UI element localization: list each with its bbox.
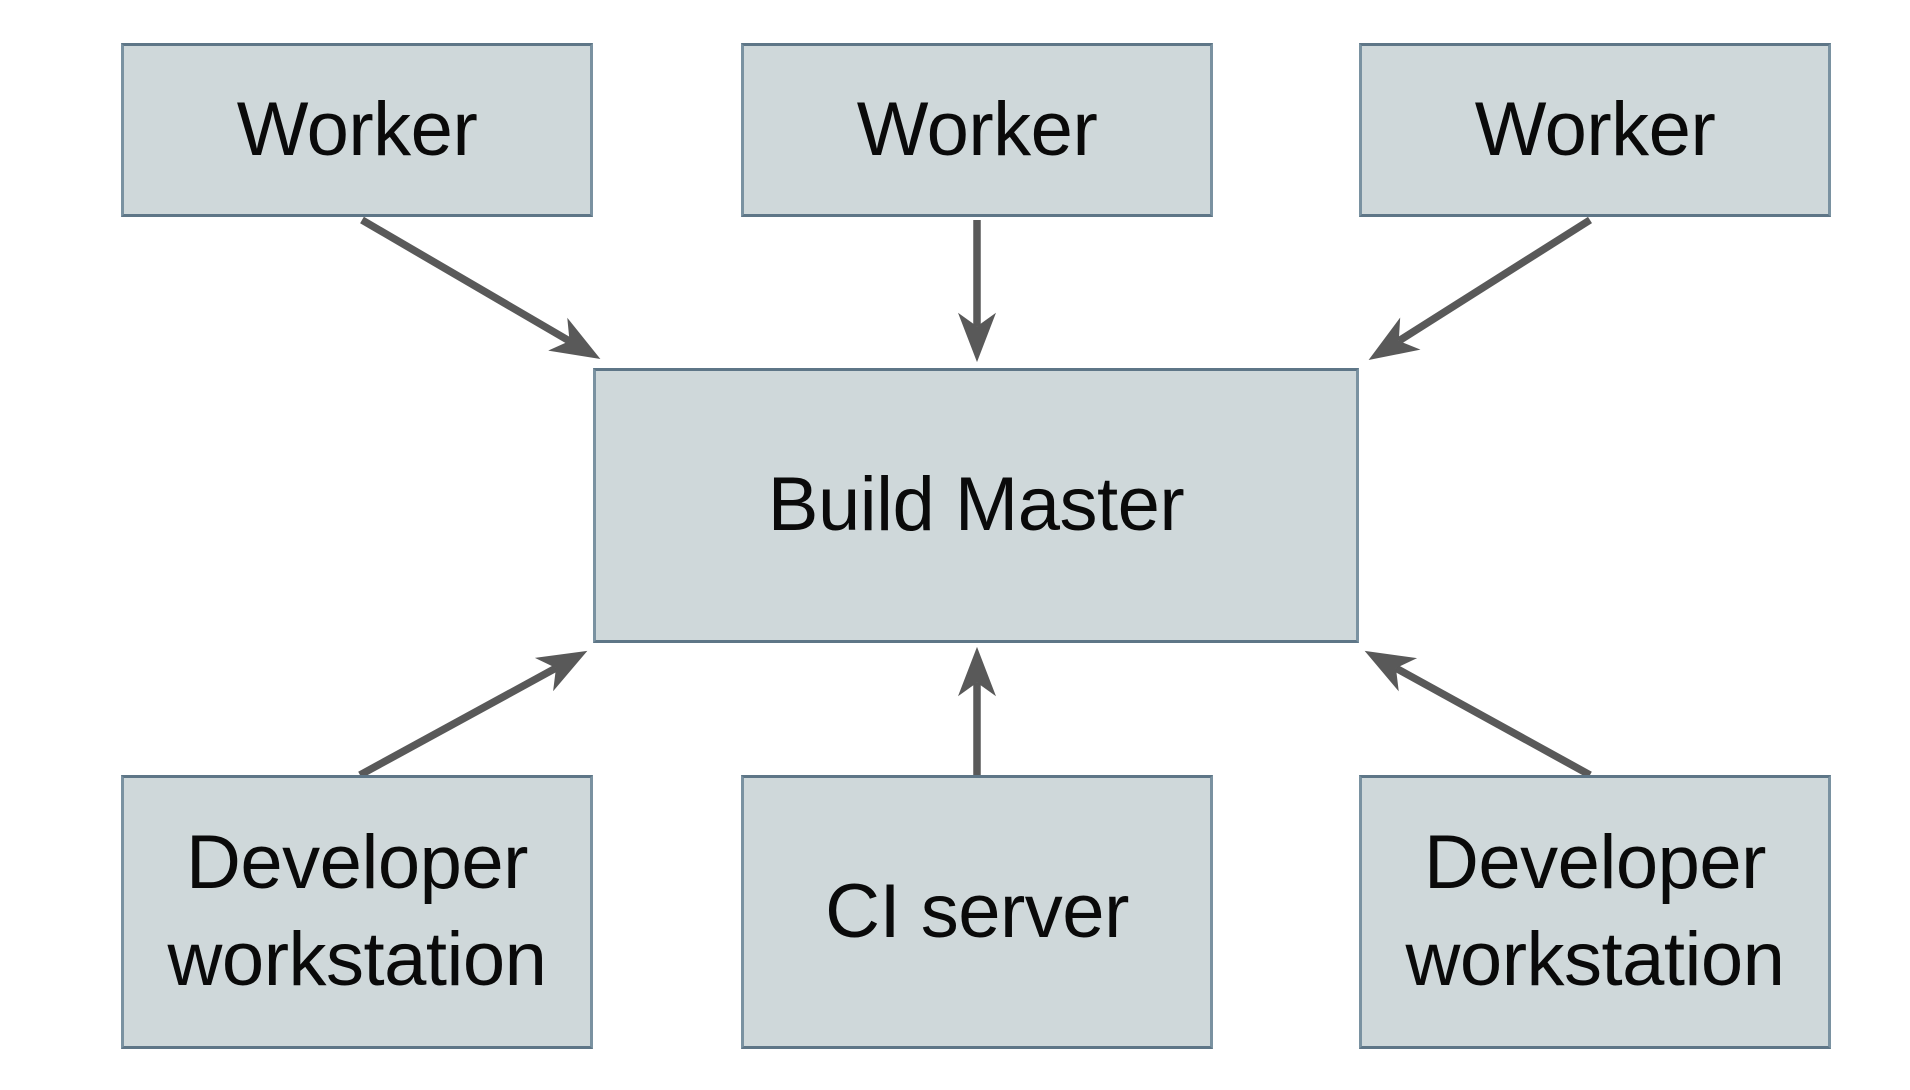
- node-worker-left: Worker: [121, 43, 593, 217]
- node-worker-left-label: Worker: [236, 86, 478, 172]
- arrow-worker-right-to-build-master: [1368, 216, 1593, 360]
- node-dev-workstation-right: Developer workstation: [1359, 775, 1831, 1049]
- arrow-worker-left-to-build-master: [360, 216, 601, 360]
- node-ci-server-label: CI server: [825, 868, 1129, 954]
- node-build-master: Build Master: [593, 368, 1359, 643]
- node-worker-center-label: Worker: [856, 86, 1098, 172]
- node-dev-workstation-left-label: Developer workstation: [167, 820, 547, 1002]
- node-dev-workstation-left: Developer workstation: [121, 775, 593, 1049]
- node-dev-workstation-right-label: Developer workstation: [1405, 820, 1785, 1002]
- node-ci-server: CI server: [741, 775, 1213, 1049]
- node-worker-right: Worker: [1359, 43, 1831, 217]
- node-worker-center: Worker: [741, 43, 1213, 217]
- node-build-master-label: Build Master: [767, 462, 1185, 548]
- arrow-dev-workstation-left-to-build-master: [358, 650, 588, 779]
- node-worker-right-label: Worker: [1474, 86, 1716, 172]
- arrow-dev-workstation-right-to-build-master: [1364, 650, 1592, 779]
